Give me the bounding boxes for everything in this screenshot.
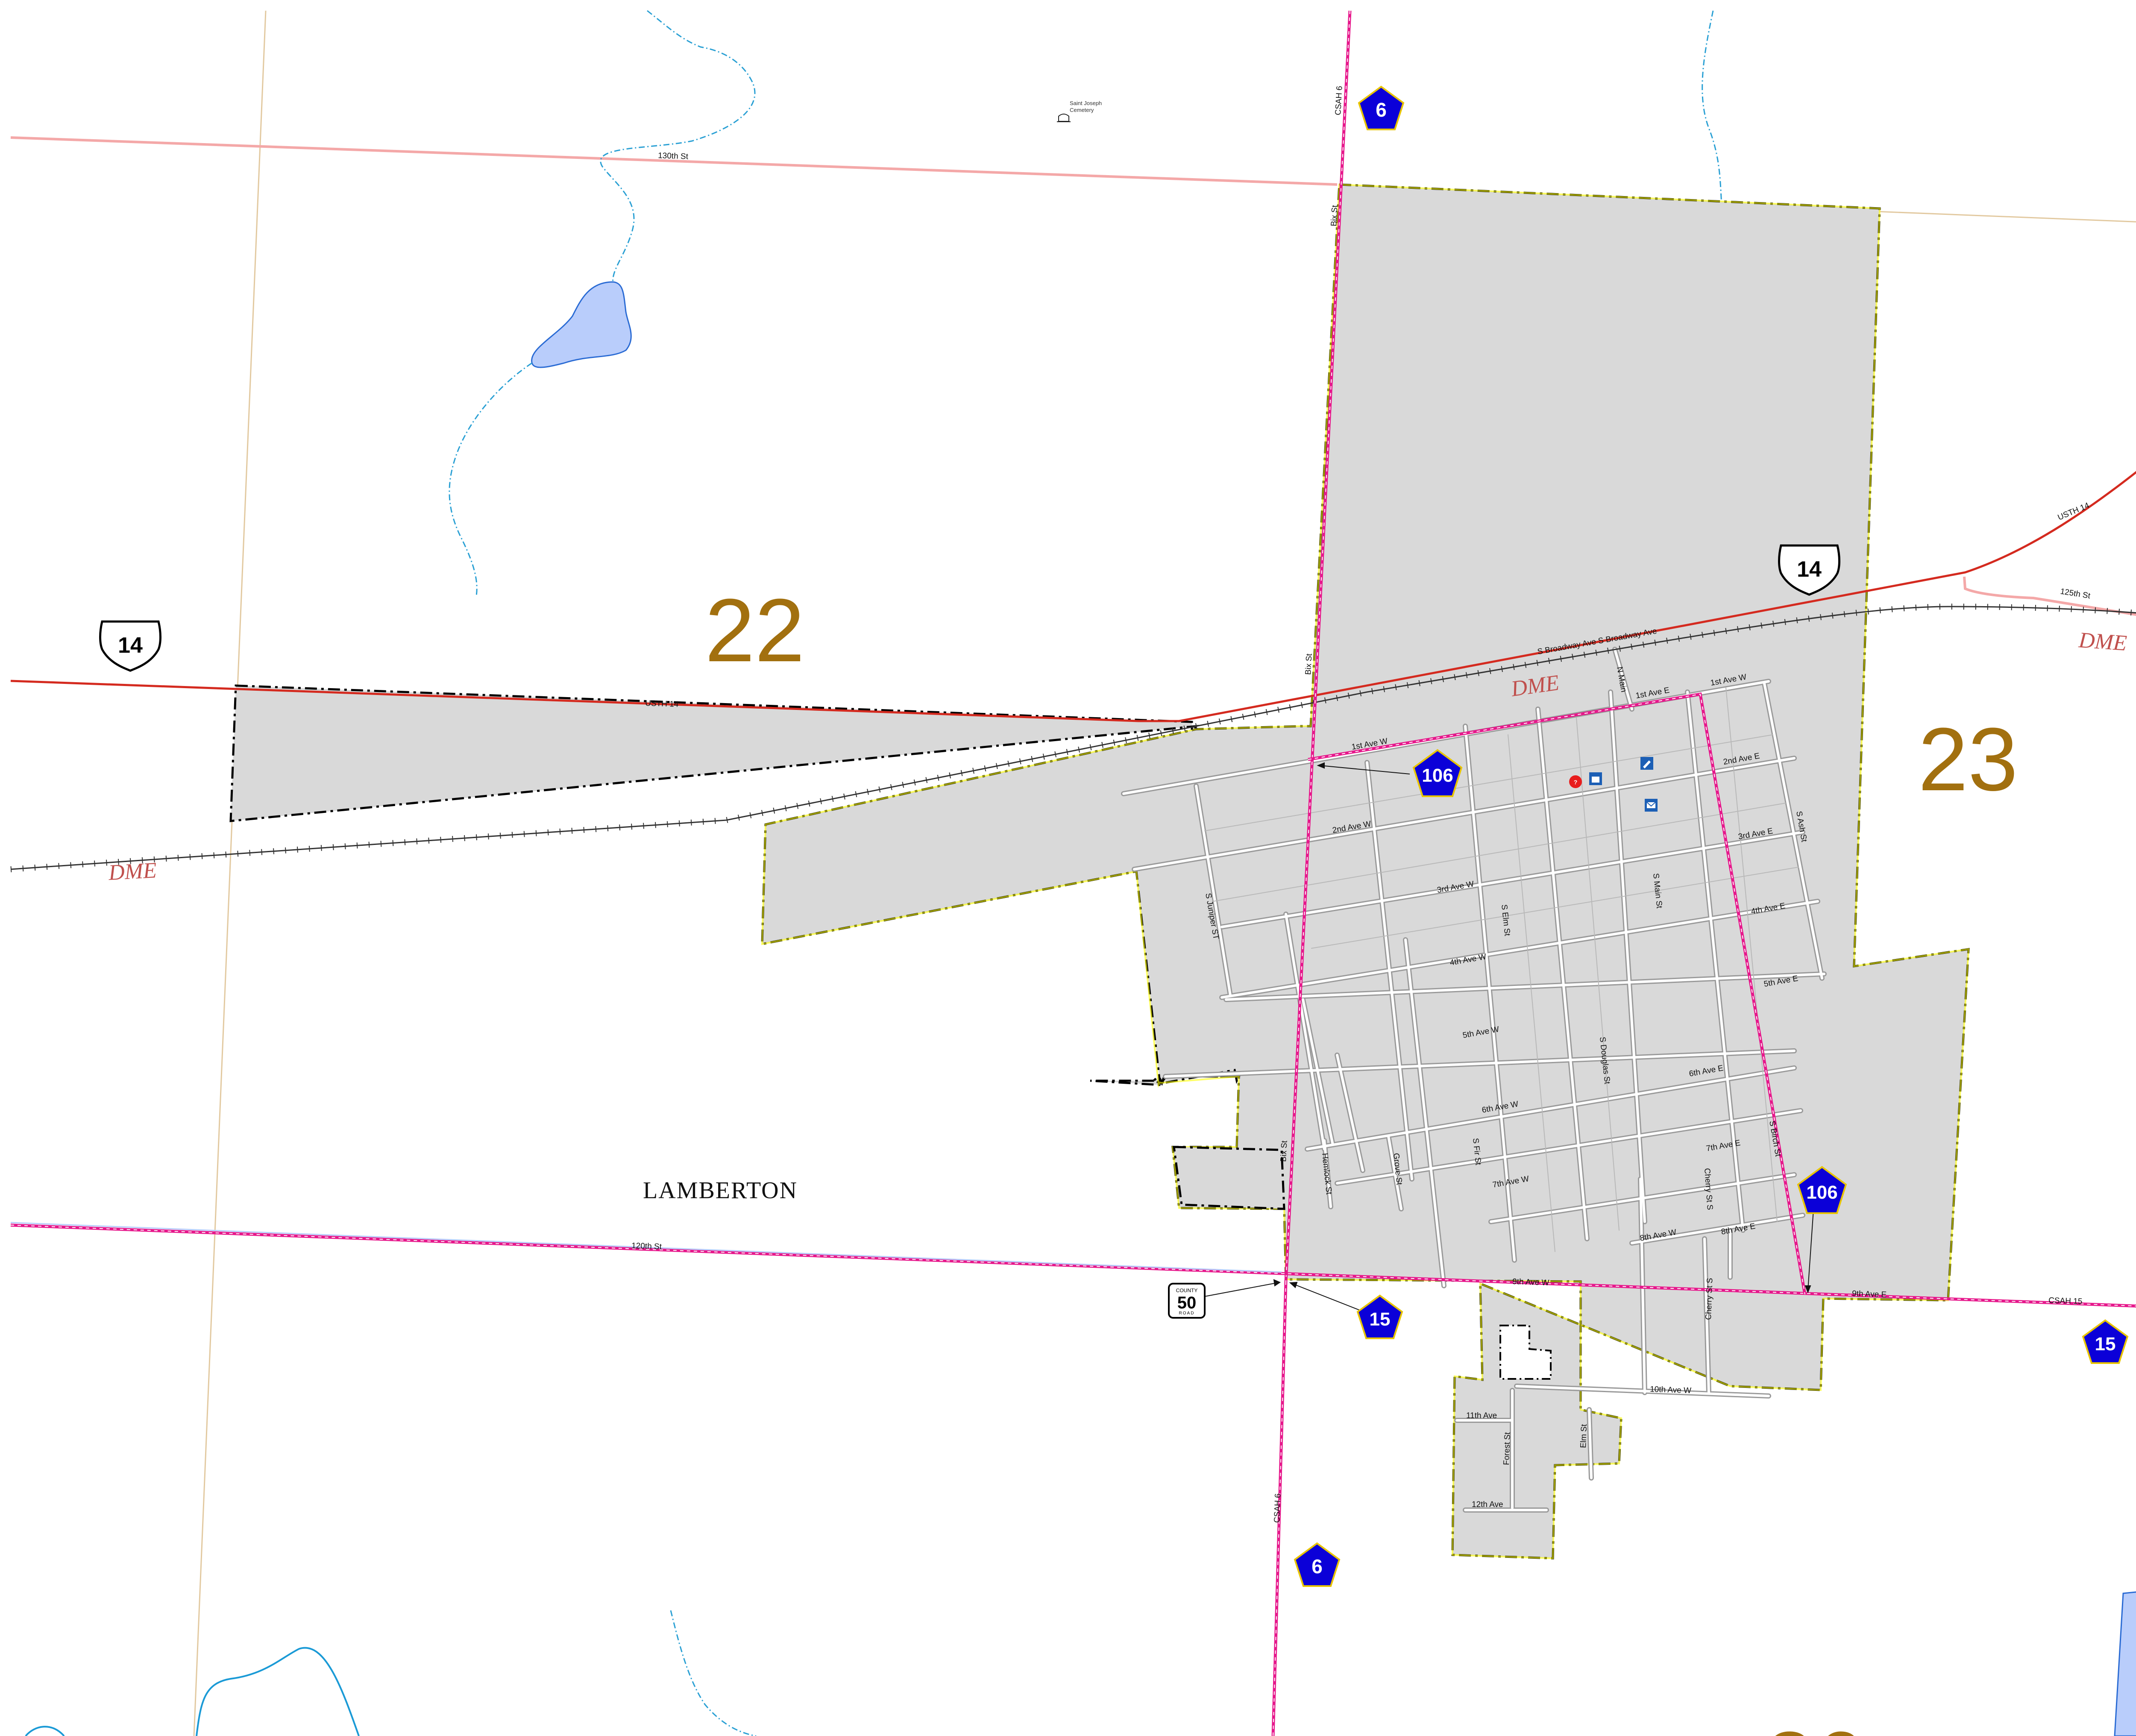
county-road-csah6-north-dash bbox=[1285, 10, 1350, 1282]
road-label-12th-ave: 12th Ave bbox=[1472, 1500, 1503, 1509]
creek-southwest bbox=[196, 1647, 360, 1736]
road-120th-csah15 bbox=[10, 1223, 2136, 1308]
csah6-shield-north-number: 6 bbox=[1376, 99, 1387, 121]
road-label-usth14-east: USTH 14 bbox=[2057, 501, 2091, 522]
csah106-shield-north-number: 106 bbox=[1422, 765, 1453, 786]
section-number-23: 23 bbox=[1918, 709, 2018, 809]
county-road-50-sign[interactable]: COUNTY 50 ROAD bbox=[1168, 1283, 1206, 1319]
csah106-shield-north[interactable]: 106 bbox=[1412, 749, 1463, 797]
creek-southwest-2 bbox=[25, 1726, 65, 1736]
road-label-125th: 125th St bbox=[2060, 587, 2091, 601]
highway-us14 bbox=[10, 471, 2136, 722]
county-road-50-number: 50 bbox=[1177, 1293, 1197, 1312]
post-office-icon[interactable] bbox=[1645, 799, 1658, 812]
road-label-120th: 120th St bbox=[631, 1241, 662, 1251]
city-hole bbox=[1499, 1325, 1552, 1380]
road-label-130th: 130th St bbox=[658, 151, 689, 161]
us14-shield-east-number: 14 bbox=[1797, 557, 1822, 582]
road-label-bix-south: Bix St bbox=[1279, 1140, 1289, 1162]
road-label-csah6-north: CSAH 6 bbox=[1334, 86, 1344, 116]
us14-shield-east[interactable]: 14 bbox=[1778, 544, 1840, 596]
road-label-csah15: CSAH 15 bbox=[2048, 1296, 2083, 1306]
svg-text:?: ? bbox=[1574, 779, 1578, 786]
railroad-label-east: DME bbox=[2077, 628, 2127, 656]
road-label-10th-ave-w: 10th Ave W bbox=[1650, 1385, 1692, 1395]
csah15-shield-center[interactable]: 15 bbox=[1356, 1294, 1403, 1339]
csah106-shield-east-number: 106 bbox=[1806, 1182, 1837, 1203]
road-label-cherry-south: Cherry St S bbox=[1704, 1278, 1714, 1320]
railroad-label-west: DME bbox=[108, 858, 157, 885]
lake-east bbox=[2114, 1591, 2136, 1736]
stream-south bbox=[670, 1610, 757, 1736]
city-hall-icon[interactable]: ? bbox=[1569, 775, 1582, 788]
county-road-50-top: COUNTY bbox=[1176, 1287, 1198, 1293]
csah6-shield-south-number: 6 bbox=[1312, 1555, 1323, 1578]
road-label-bix-north: Bix St bbox=[1329, 205, 1340, 226]
cemetery-label-line1: Saint Joseph bbox=[1070, 100, 1102, 106]
city-boundary-southwest-block bbox=[1173, 1146, 1285, 1210]
csah106-shield-east[interactable]: 106 bbox=[1797, 1166, 1847, 1214]
section-number-22: 22 bbox=[705, 580, 805, 680]
section-line-west bbox=[193, 10, 267, 1736]
csah15-shield-center-number: 15 bbox=[1370, 1309, 1391, 1330]
road-label-11th-ave: 11th Ave bbox=[1466, 1411, 1497, 1420]
road-label-usth14-west: USTH 14 bbox=[645, 699, 679, 709]
stream-lake-outlet bbox=[449, 362, 532, 596]
road-label-elm-south: Elm St bbox=[1579, 1424, 1589, 1448]
county-road-csah6-south-dash bbox=[1273, 1281, 1286, 1736]
road-label-forest: Forest St bbox=[1502, 1432, 1512, 1465]
county-road-50-bottom: ROAD bbox=[1179, 1311, 1195, 1316]
road-label-csah6-south: CSAH 6 bbox=[1273, 1493, 1282, 1523]
city-boundary-main bbox=[761, 183, 1970, 1560]
csah15-shield-east-number: 15 bbox=[2095, 1334, 2116, 1355]
road-label-bix-mid: Bix St bbox=[1304, 653, 1314, 675]
stream-west bbox=[600, 10, 756, 291]
section-number-26: 26 bbox=[1764, 1713, 1864, 1736]
railroad-dme bbox=[10, 606, 2136, 870]
csah6-shield-south[interactable]: 6 bbox=[1294, 1542, 1341, 1587]
us14-shield-west-number: 14 bbox=[118, 633, 143, 658]
cemetery-icon[interactable] bbox=[1057, 114, 1071, 122]
csah6-shield-north[interactable]: 6 bbox=[1358, 85, 1405, 130]
city-boundary-west-strip bbox=[229, 684, 1199, 822]
library-icon[interactable] bbox=[1589, 772, 1602, 785]
cemetery-label-line2: Cemetery bbox=[1070, 107, 1094, 113]
county-road-csah106-dash bbox=[1308, 693, 1805, 1295]
stream-north bbox=[1702, 10, 1822, 351]
city-boundary-main-yellow bbox=[761, 183, 1970, 1560]
section-line-east-top bbox=[1875, 211, 2136, 223]
road-125th bbox=[1963, 576, 2136, 616]
school-icon[interactable] bbox=[1640, 757, 1653, 770]
road-label-9th-ave-e: 9th Ave E bbox=[1852, 1289, 1887, 1299]
csah15-shield-east[interactable]: 15 bbox=[2082, 1319, 2129, 1364]
leader-arrows bbox=[1204, 762, 1814, 1311]
road-label-9th-ave-w: 9th Ave W bbox=[1512, 1277, 1549, 1287]
road-120th-overlay bbox=[10, 1222, 1282, 1273]
us14-shield-west[interactable]: 14 bbox=[99, 620, 161, 672]
city-name: LAMBERTON bbox=[643, 1177, 798, 1204]
lake bbox=[531, 281, 632, 368]
road-130th bbox=[10, 136, 1338, 186]
